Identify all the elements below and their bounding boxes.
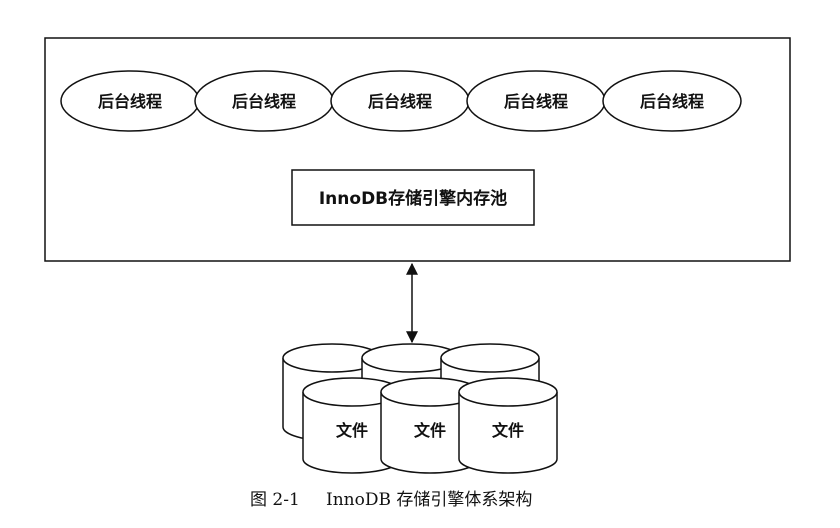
background-thread-label: 后台线程 [98, 92, 162, 111]
memory-pool: InnoDB存储引擎内存池 [291, 169, 535, 226]
background-thread-4: 后台线程 [466, 70, 606, 132]
background-thread-ellipse [602, 70, 742, 132]
background-thread-5: 后台线程 [602, 70, 742, 132]
background-thread-label: 后台线程 [640, 92, 704, 111]
background-thread-label: 后台线程 [232, 92, 296, 111]
file-cylinder-1: 文件 [302, 377, 402, 474]
cylinder-top [440, 343, 540, 373]
figure-title: InnoDB 存储引擎体系架构 [326, 490, 532, 510]
cylinder-body [458, 392, 558, 474]
memory-pool-box [291, 169, 535, 226]
figure-number: 图 2-1 [250, 490, 300, 510]
background-thread-2: 后台线程 [194, 70, 334, 132]
cylinder-top [458, 377, 558, 407]
file-cylinder-3: 文件 [458, 377, 558, 474]
background-thread-3: 后台线程 [330, 70, 470, 132]
background-thread-label: 后台线程 [368, 92, 432, 111]
file-cylinders-front-row: 文件 文件 文件 [302, 377, 558, 474]
figure-caption: 图 2-1 InnoDB 存储引擎体系架构 [250, 490, 532, 510]
file-label: 文件 [414, 421, 446, 440]
file-cylinder-2: 文件 [380, 377, 480, 474]
background-threads-group: 后台线程 后台线程 后台线程 后台线程 后台线程 [60, 70, 742, 132]
background-thread-1: 后台线程 [60, 70, 200, 132]
file-label: 文件 [492, 421, 524, 440]
memory-pool-label: InnoDB存储引擎内存池 [319, 188, 507, 209]
background-thread-label: 后台线程 [504, 92, 568, 111]
file-label: 文件 [336, 421, 368, 440]
